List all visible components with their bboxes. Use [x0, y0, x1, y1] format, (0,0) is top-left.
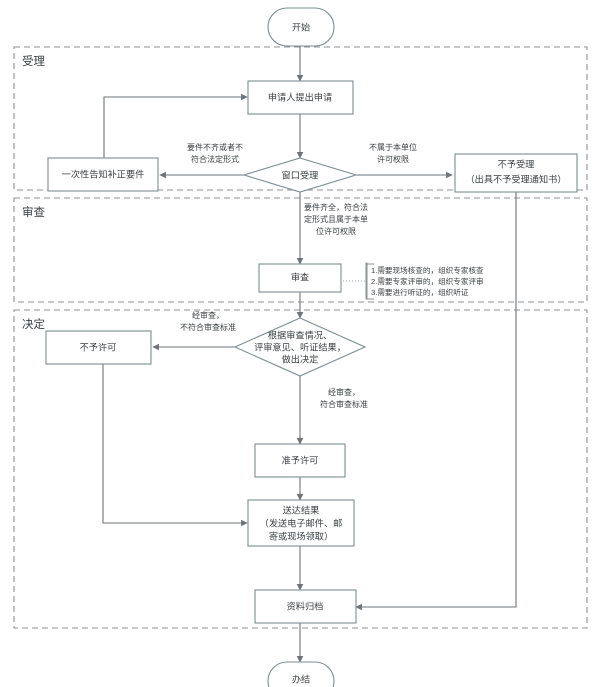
node-end-label: 办结	[292, 673, 310, 684]
review-note-line-3: 3.需要进行听证的，组织听证	[371, 287, 469, 297]
node-decide-label-line3: 做出决定	[282, 353, 319, 364]
node-window-accept[interactable]	[242, 157, 358, 193]
node-no-accept-label-line2: （出具不予受理通知书）	[465, 173, 566, 184]
edge-label-not-qualified-line2: 不符合审查标准	[180, 322, 236, 332]
edge-label-out-of-scope-line2: 许可权限	[377, 154, 409, 164]
edge-label-not-qualified-line1: 经审查，	[192, 310, 224, 320]
node-one-time-notice[interactable]	[47, 157, 159, 192]
edge-label-incomplete-line2: 符合法定形式	[191, 154, 239, 164]
connector-no-permit-to-deliver	[102, 364, 248, 527]
node-apply-label: 申请人提出申请	[268, 91, 332, 102]
edge-label-out-of-scope-line1: 不属于本单位	[369, 142, 417, 152]
node-no-accept[interactable]	[454, 153, 578, 193]
node-one-time-notice-label: 一次性告知补正要件	[62, 168, 145, 179]
node-window-accept-label: 窗口受理	[282, 169, 319, 180]
lane-decision	[13, 309, 588, 629]
node-decide-label-line1: 根据审查情况、	[268, 329, 332, 340]
edge-label-qualified-line1: 经审查，	[328, 387, 360, 397]
review-note-line-1: 1.需要现场核查的，组织专家核查	[371, 265, 484, 275]
node-no-permit[interactable]	[45, 330, 152, 365]
connector-notice-to-apply	[103, 93, 248, 158]
connector-no-accept-to-archive	[355, 192, 517, 611]
edge-label-complete-line1: 要件齐全，符合法	[304, 202, 368, 212]
node-permit-label: 准予许可	[282, 454, 319, 465]
lane-acceptance-label: 受理	[22, 55, 45, 68]
node-start-label: 开始	[292, 21, 310, 32]
edge-label-qualified-line2: 符合审查标准	[320, 399, 368, 409]
node-review-label: 审查	[291, 271, 309, 282]
lane-review-label: 审查	[22, 205, 45, 219]
edge-label-complete-line3: 位许可权限	[316, 226, 356, 236]
review-note-bracket-left	[365, 263, 374, 300]
node-review[interactable]	[258, 263, 342, 293]
node-deliver-label-line2: （发送电子邮件、邮	[260, 517, 343, 528]
node-no-permit-label: 不予许可	[80, 341, 117, 352]
edge-label-incomplete-line1: 要件不齐或者不	[187, 142, 243, 152]
node-decide-label-line2: 评审意见、听证结果，	[254, 341, 346, 352]
lane-decision-label: 决定	[22, 317, 45, 331]
review-note-line-2: 2.需要专家评审的，组织专家评审	[371, 276, 484, 286]
node-deliver[interactable]	[247, 499, 355, 547]
node-no-accept-label-line1: 不予受理	[498, 158, 535, 169]
node-archive-label: 资料归档	[287, 600, 324, 611]
node-archive[interactable]	[254, 589, 357, 624]
node-deliver-label-line1: 送达结果	[283, 504, 320, 515]
edge-label-complete-line2: 定形式且属于本单	[304, 214, 368, 224]
node-start[interactable]	[267, 7, 335, 47]
node-end[interactable]	[267, 661, 335, 687]
node-apply[interactable]	[247, 80, 354, 115]
node-permit[interactable]	[254, 443, 346, 478]
node-deliver-label-line3: 寄或现场领取）	[269, 530, 333, 541]
node-decide[interactable]	[233, 317, 367, 377]
